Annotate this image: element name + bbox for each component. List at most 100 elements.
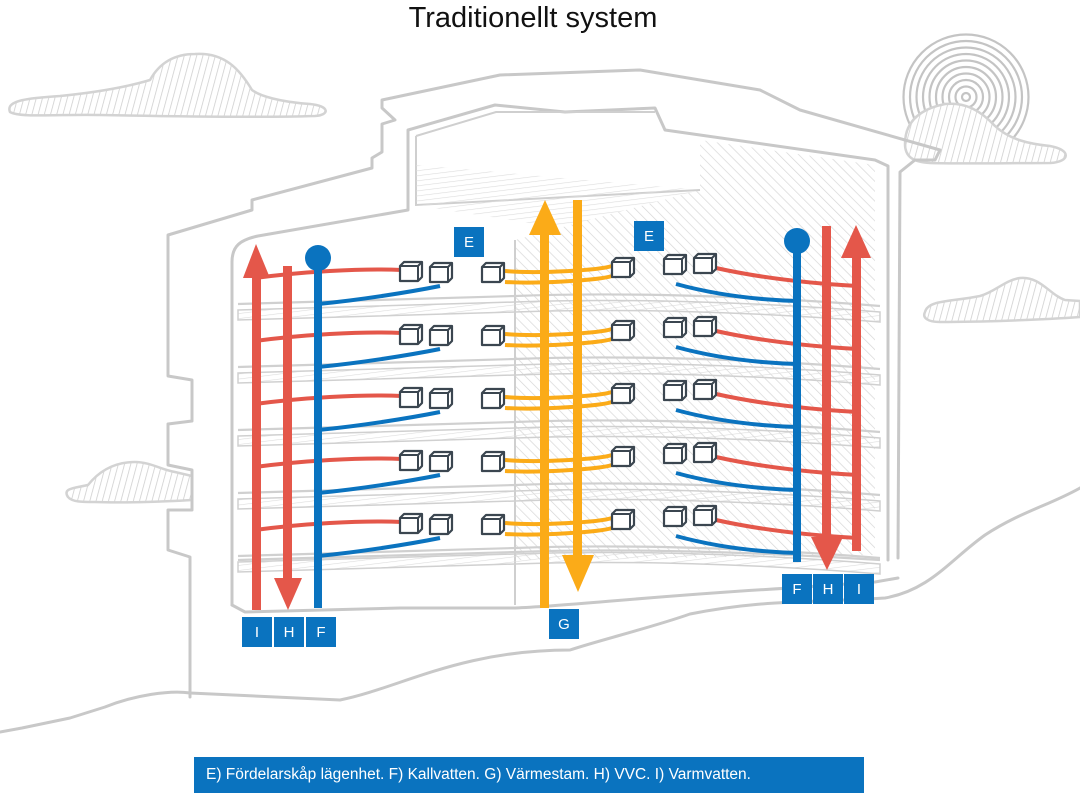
branch-cold-right xyxy=(675,345,799,366)
branch-hot-left xyxy=(254,393,403,406)
cabinet-edge xyxy=(482,388,505,408)
branch-heating xyxy=(504,516,613,527)
cabinet-icon xyxy=(610,319,636,342)
label-left-i: I xyxy=(242,617,272,647)
cabinet-icon xyxy=(398,449,424,472)
cabinet-edge xyxy=(430,514,453,534)
cabinet-edge xyxy=(694,505,717,525)
cabinet-icon xyxy=(692,441,718,464)
riser-left-hot-water xyxy=(252,270,261,610)
label-left-h: H xyxy=(274,617,304,647)
branch-heating xyxy=(504,274,613,285)
branch-cold-left xyxy=(317,536,441,558)
cabinet-edge xyxy=(694,316,717,336)
cabinet-icon xyxy=(692,378,718,401)
cabinet-icon xyxy=(428,261,454,284)
branch-heating xyxy=(504,264,613,275)
riser-left-cold-water xyxy=(314,258,322,608)
cabinet-icon xyxy=(662,253,688,276)
cabinet-icon xyxy=(610,445,636,468)
cabinet-edge xyxy=(612,257,635,277)
branch-heating xyxy=(504,400,613,411)
ground-line xyxy=(0,486,1080,734)
arrow-down-icon xyxy=(274,578,302,610)
cabinet-edge xyxy=(400,261,423,281)
cabinet-edge xyxy=(482,514,505,534)
label-e-left: E xyxy=(454,227,484,257)
branch-cold-right xyxy=(675,282,799,303)
cabinet-icon xyxy=(398,260,424,283)
cabinet-edge xyxy=(694,253,717,273)
arrow-down-icon xyxy=(811,537,843,570)
arrow-up-icon xyxy=(841,225,871,258)
cabinet-icon xyxy=(692,504,718,527)
cabinet-edge xyxy=(400,387,423,407)
floor-slab xyxy=(237,551,881,575)
branch-cold-right xyxy=(675,534,799,555)
branch-heating xyxy=(504,327,613,338)
cabinet-edge xyxy=(664,254,687,274)
label-e-right: E xyxy=(634,221,664,251)
cabinet-edge xyxy=(612,383,635,403)
cabinet-edge xyxy=(430,262,453,282)
cabinet-icon xyxy=(428,450,454,473)
arrow-up-icon xyxy=(243,244,270,278)
riser-right-vvc xyxy=(822,226,831,541)
cabinet-icon xyxy=(610,508,636,531)
cabinet-icon xyxy=(662,316,688,339)
cabinet-icon xyxy=(480,387,506,410)
cabinet-edge xyxy=(482,325,505,345)
floor-slab xyxy=(237,488,881,512)
riser-heating-up xyxy=(540,230,549,608)
cabinet-edge xyxy=(400,450,423,470)
label-g: G xyxy=(549,609,579,639)
cabinet-icon xyxy=(480,261,506,284)
branch-cold-left xyxy=(317,410,441,432)
floor-slab xyxy=(237,299,881,323)
branch-hot-left xyxy=(254,330,403,343)
cabinet-edge xyxy=(400,513,423,533)
legend-bar: E) Fördelarskåp lägenhet. F) Kallvatten.… xyxy=(194,757,864,793)
branch-heating xyxy=(504,526,613,537)
branch-cold-right xyxy=(675,471,799,492)
cabinet-icon xyxy=(480,324,506,347)
page-title: Traditionellt system xyxy=(408,2,658,34)
branch-cold-right xyxy=(675,408,799,429)
cabinet-edge xyxy=(664,380,687,400)
cabinet-edge xyxy=(482,451,505,471)
pipes xyxy=(243,200,871,610)
branch-hot-left xyxy=(254,456,403,469)
label-right-i: I xyxy=(844,574,874,604)
cabinet-edge xyxy=(430,325,453,345)
cloud-icon xyxy=(923,276,1080,324)
branch-heating xyxy=(504,337,613,348)
cabinet-icon xyxy=(692,252,718,275)
cabinet-icon xyxy=(398,386,424,409)
cloud-icon xyxy=(65,460,194,504)
cabinet-edge xyxy=(612,320,635,340)
arrow-down-icon xyxy=(562,555,594,592)
label-right-h: H xyxy=(813,574,843,604)
building-interior-outline xyxy=(230,103,890,607)
bottom-slab xyxy=(230,576,900,614)
riser-right-cold-water xyxy=(793,240,801,562)
cloud-icon xyxy=(8,52,327,119)
cabinet-icon xyxy=(480,450,506,473)
cabinet-icon xyxy=(662,505,688,528)
cabinet-edge xyxy=(430,388,453,408)
cabinet-edge xyxy=(664,317,687,337)
riser-right-hot-water xyxy=(852,255,861,551)
cabinet-icon xyxy=(398,323,424,346)
branch-hot-left xyxy=(254,267,403,280)
cabinet-icon xyxy=(398,512,424,535)
cabinet-icon xyxy=(480,513,506,536)
label-right-f: F xyxy=(782,574,812,604)
branch-heating xyxy=(504,390,613,401)
cabinet-edge xyxy=(694,442,717,462)
cabinet-edge xyxy=(694,379,717,399)
riser-left-vvc xyxy=(283,266,292,582)
cabinet-edge xyxy=(612,509,635,529)
units xyxy=(398,252,718,536)
branch-cold-left xyxy=(317,473,441,495)
